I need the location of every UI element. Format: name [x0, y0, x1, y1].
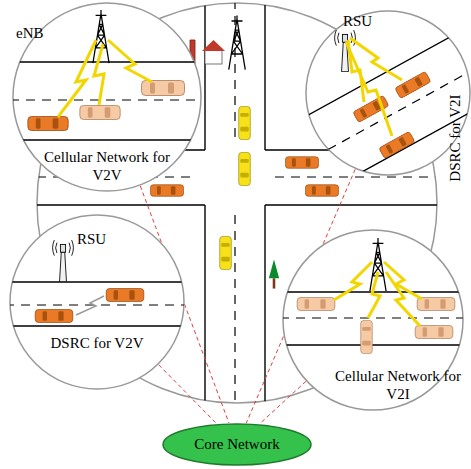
circle-caption: Cellular Network for V2I [328, 367, 468, 403]
dsrc-v2i-circle: RSUDSRC for V2I [305, 10, 471, 176]
cellular-v2v-circle: eNB Cellular Network for V2V [12, 2, 202, 192]
house-body [205, 50, 222, 64]
circle-caption: Cellular Network for V2V [37, 148, 177, 184]
backhaul-link [259, 381, 306, 424]
car [220, 236, 232, 269]
core-label: Core Network [162, 435, 312, 453]
dsrc-v2i-circle [306, 11, 470, 175]
station-label: RSU [77, 230, 121, 248]
station-label: eNB [16, 24, 60, 42]
circle-caption: DSRC for V2I [446, 83, 464, 193]
dsrc-v2v-circle [10, 215, 184, 389]
circle-caption: DSRC for V2V [19, 334, 175, 352]
car [305, 185, 338, 197]
car [150, 185, 183, 197]
core-network-ellipse: Core Network [162, 423, 312, 466]
house-roof [202, 40, 225, 51]
tree [269, 259, 279, 288]
car [239, 152, 251, 185]
car [239, 106, 251, 139]
backhaul-link [159, 365, 217, 424]
core-network-ellipse [163, 424, 311, 465]
cellular-v2v-circle [13, 3, 201, 191]
dsrc-v2i-circle-outline [305, 10, 471, 176]
cell-tower [229, 16, 246, 70]
cellular-v2i-circle: Cellular Network for V2I [282, 229, 464, 411]
dsrc-v2v-circle: RSU DSRC for V2V [9, 214, 185, 390]
car [285, 157, 318, 169]
station-label: RSU [343, 12, 387, 30]
